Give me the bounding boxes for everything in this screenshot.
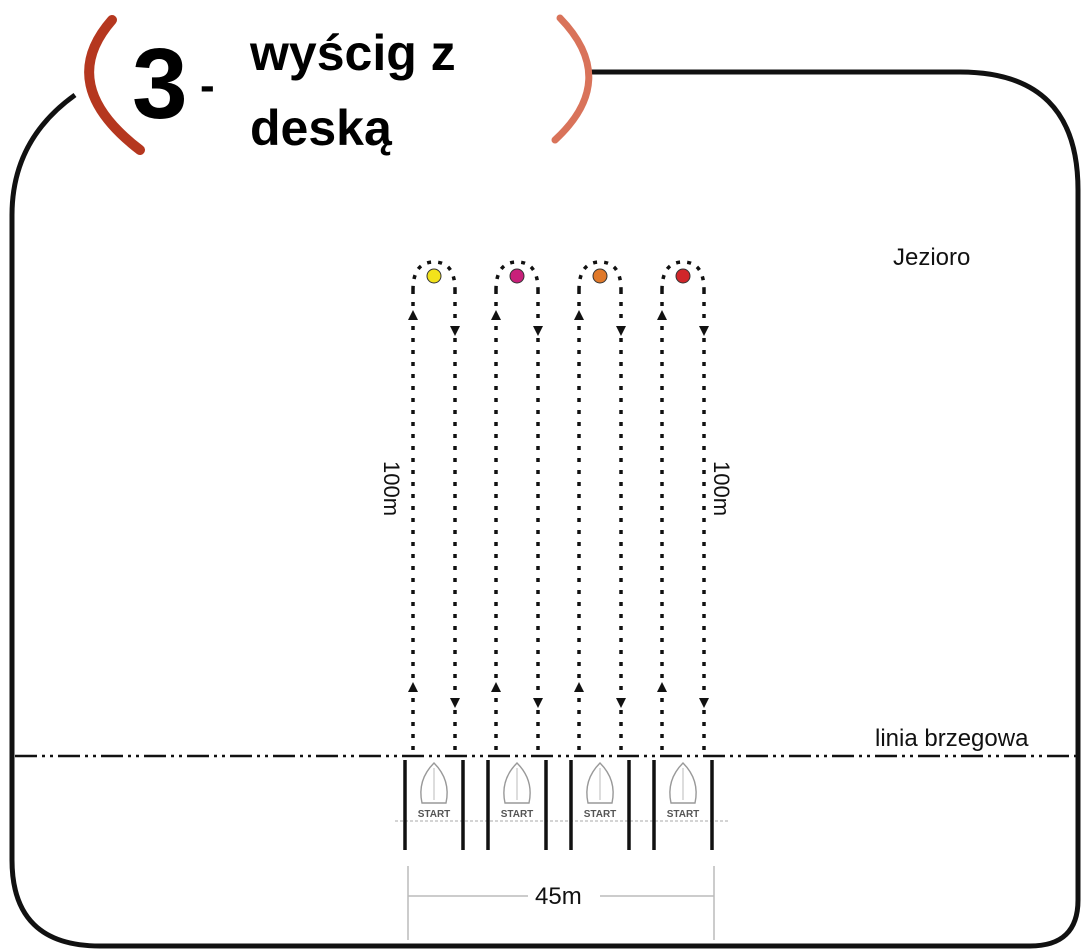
title-number: 3 — [132, 28, 188, 140]
lane-4-arrow-up-2 — [657, 682, 667, 692]
lane-4-turn-arc — [660, 260, 706, 291]
distance-100m-left: 100m — [379, 461, 404, 516]
lane-4-start-label: START — [667, 809, 700, 820]
lane-3-buoy — [592, 268, 608, 284]
lane-4-arrow-down-2 — [699, 698, 709, 708]
lane-1-arrow-up-2 — [408, 682, 418, 692]
lane-3-arrow-up-2 — [574, 682, 584, 692]
lanes-group: START START START START — [403, 260, 714, 850]
lane-3-board-icon — [586, 762, 614, 804]
title-bracket-right — [551, 14, 593, 144]
distance-45m: 45m — [535, 883, 582, 910]
lane-1-arrow-up-1 — [408, 310, 418, 320]
lane-3-arrow-down-2 — [616, 698, 626, 708]
lane-3-arrow-down-1 — [616, 326, 626, 336]
title-line-2: deską — [250, 100, 393, 156]
lane-4-arrow-up-1 — [657, 310, 667, 320]
lane-2-board-icon — [503, 762, 531, 804]
lake-label: Jezioro — [893, 244, 970, 271]
lane-4-buoy — [675, 268, 691, 284]
lane-2-buoy — [509, 268, 525, 284]
lane-1-buoy — [426, 268, 442, 284]
lane-3-turn-arc — [577, 260, 623, 291]
lane-2-arrow-down-2 — [533, 698, 543, 708]
lane-2-arrow-up-2 — [491, 682, 501, 692]
lane-1-start-label: START — [418, 809, 451, 820]
lane-1-arrow-down-2 — [450, 698, 460, 708]
lane-2-arrow-down-1 — [533, 326, 543, 336]
lane-1-arrow-down-1 — [450, 326, 460, 336]
lane-2-arrow-up-1 — [491, 310, 501, 320]
lane-2-turn-arc — [494, 260, 540, 291]
lane-3-start-label: START — [584, 809, 617, 820]
lane-3-arrow-up-1 — [574, 310, 584, 320]
lane-1-board-icon — [420, 762, 448, 804]
lane-4-arrow-down-1 — [699, 326, 709, 336]
lane-2-start-label: START — [501, 809, 534, 820]
frame-border — [9, 69, 1081, 949]
lane-1-turn-arc — [411, 260, 457, 291]
title-line-1: wyścig z — [249, 25, 456, 81]
title-dash: - — [200, 61, 215, 110]
distance-100m-right: 100m — [709, 461, 734, 516]
shoreline-label: linia brzegowa — [875, 725, 1029, 752]
title-bracket-left — [84, 15, 145, 155]
lane-4-board-icon — [669, 762, 697, 804]
